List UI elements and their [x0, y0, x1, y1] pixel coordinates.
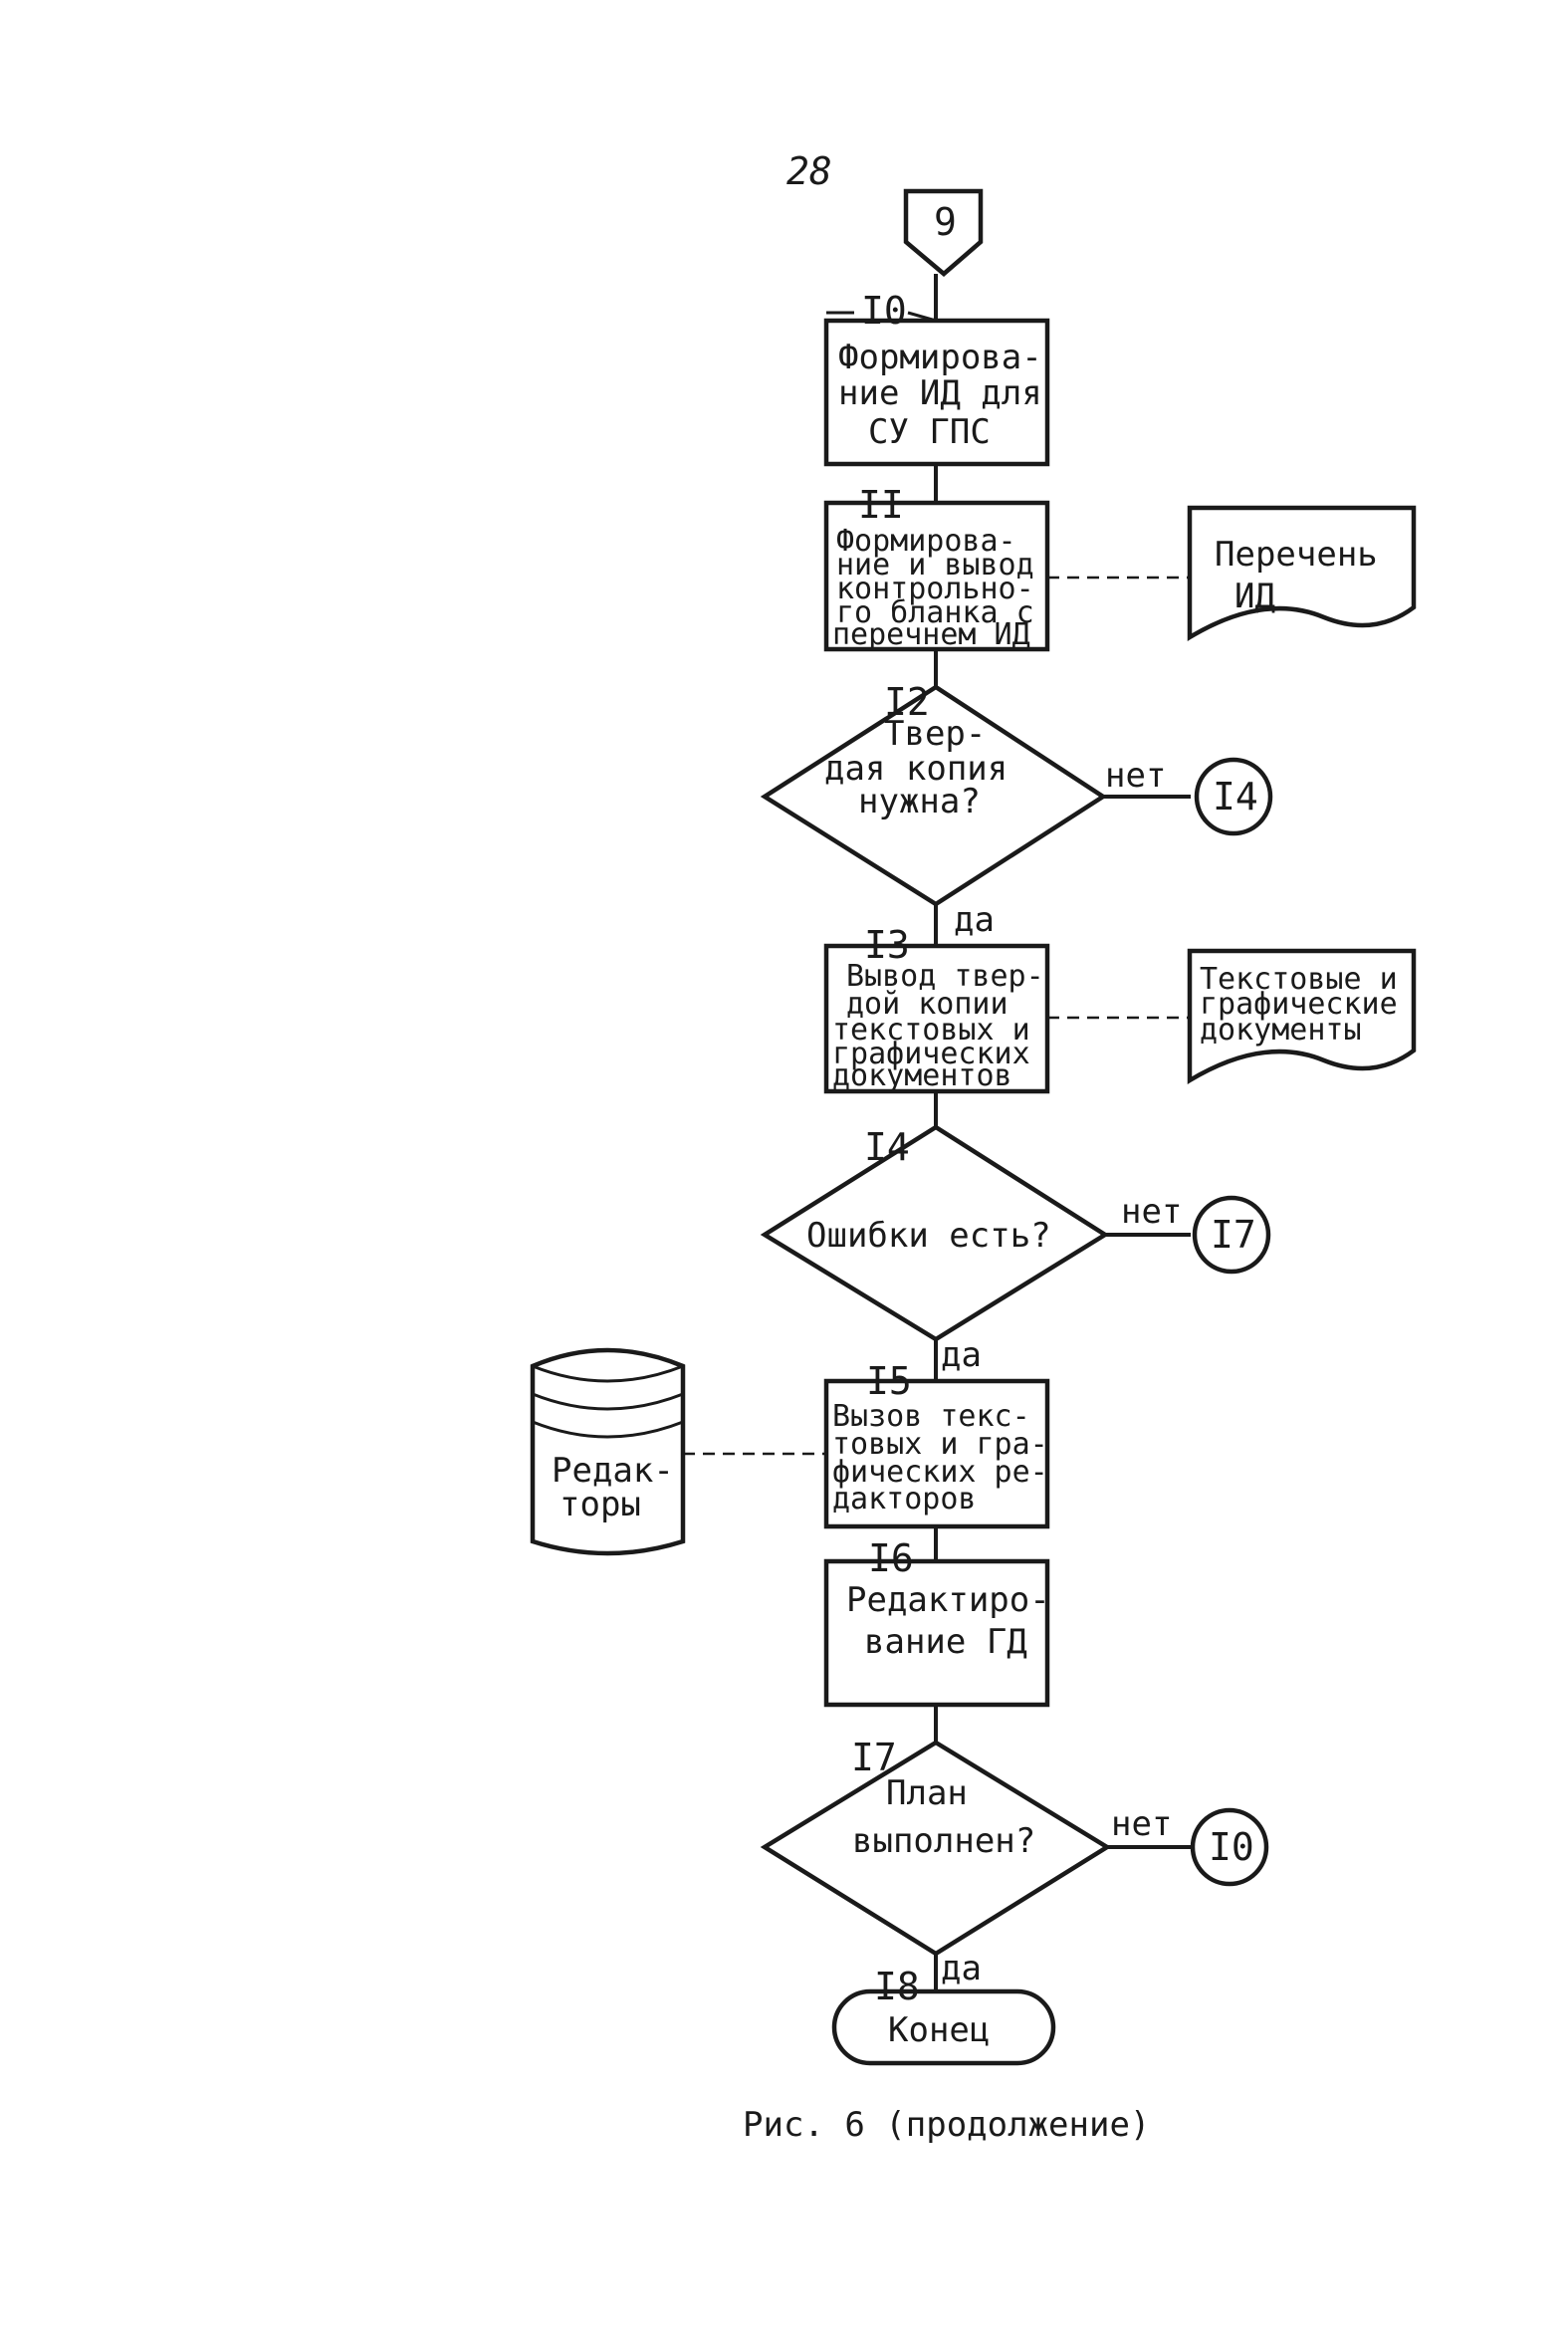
decision-block-17 [760, 1740, 1112, 1957]
block-15-number: I5 [866, 1359, 912, 1403]
block-13-line-2: дой копии [846, 987, 1008, 1022]
connector-circle-14 [1194, 757, 1273, 836]
block-15-line-3: фических ре- [832, 1455, 1048, 1490]
block-18-line-1: Конец [888, 2010, 990, 2050]
storage-editors-line-2: торы [560, 1485, 641, 1524]
block-number-tick [907, 311, 937, 323]
connector-14-label: I4 [1213, 775, 1258, 818]
process-block-13 [823, 943, 1050, 1094]
entry-connector-label: 9 [934, 200, 957, 244]
connector-circle-17 [1192, 1195, 1271, 1275]
connector-17-label: I7 [1211, 1213, 1256, 1257]
block-11-line-2: ние и вывод [836, 548, 1034, 583]
figure-caption: Рис. 6 (продолжение) [743, 2105, 1150, 2145]
block-17-number: I7 [851, 1736, 897, 1779]
entry-offpage-connector [903, 188, 984, 277]
storage-cylinder-editors [530, 1347, 686, 1556]
block-14-number: I4 [864, 1125, 910, 1169]
block-12-no-label: нет [1105, 756, 1166, 796]
block-14-line-1: Ошибки есть? [806, 1216, 1051, 1256]
process-block-16 [823, 1558, 1050, 1708]
block-17-line-2: выполнен? [852, 1821, 1035, 1861]
document-list-line-1: Перечень [1215, 535, 1378, 575]
document-list-line-2: ИД [1234, 577, 1275, 616]
block-17-line-1: План [886, 1773, 968, 1813]
block-16-number: I6 [868, 1536, 914, 1580]
block-13-line-1: Вывод твер- [846, 959, 1044, 994]
cylinder-band [532, 1392, 684, 1411]
cylinder-band [532, 1420, 684, 1439]
block-12-number: I2 [884, 680, 930, 724]
block-12-yes-label: да [954, 900, 995, 940]
block-15-line-4: дакторов [832, 1482, 977, 1517]
connector-circle-10 [1190, 1807, 1269, 1887]
terminal-block-18 [831, 1988, 1056, 2066]
block-11-line-3: контрольно- [836, 572, 1034, 606]
block-16-line-1: Редактиро- [846, 1580, 1050, 1620]
block-12-line-1: Твер- [884, 714, 986, 754]
block-12-line-2: дая копия [824, 749, 1008, 789]
block-14-yes-label: да [941, 1335, 982, 1375]
block-13-line-5: документов [832, 1058, 1012, 1093]
block-17-yes-label: да [941, 1949, 982, 1988]
document-shape-list [1187, 505, 1417, 641]
document-text-line-1: Текстовые и [1200, 962, 1398, 997]
block-10-line-2: ние ИД для [838, 373, 1042, 413]
storage-editors-line-1: Редак- [552, 1451, 674, 1491]
block-11-line-5: перечнем ИД [832, 617, 1030, 652]
page-number: 28 [786, 149, 832, 193]
connector-10-label: I0 [1209, 1825, 1254, 1869]
block-10-number: I0 [861, 289, 907, 333]
document-text-line-2: графические [1200, 987, 1398, 1022]
block-12-line-3: нужна? [858, 782, 981, 821]
block-11-number: II [858, 483, 904, 527]
block-17-no-label: нет [1111, 1804, 1172, 1844]
block-16-line-2: вание ГД [864, 1622, 1027, 1662]
process-block-10 [823, 318, 1050, 467]
block-14-no-label: нет [1121, 1192, 1182, 1232]
cylinder-band [532, 1364, 684, 1383]
process-block-11 [823, 500, 1050, 652]
document-text-line-3: документы [1200, 1013, 1362, 1048]
decision-block-12 [760, 684, 1108, 907]
block-11-line-4: го бланка с [836, 595, 1034, 630]
block-18-number: I8 [874, 1965, 920, 2008]
block-13-line-4: графических [832, 1037, 1030, 1071]
block-10-line-3: СУ ГПС [868, 412, 991, 452]
block-13-line-3: текстовых и [832, 1013, 1030, 1048]
decision-block-14 [760, 1124, 1110, 1342]
block-15-line-2: товых и гра- [832, 1427, 1048, 1462]
block-10-line-1: Формирова- [838, 338, 1042, 377]
block-11-line-1: Формирова- [836, 524, 1016, 559]
block-13-number: I3 [864, 923, 910, 967]
block-15-line-1: Вызов текс- [832, 1399, 1030, 1434]
document-shape-text-graphic [1187, 948, 1417, 1084]
